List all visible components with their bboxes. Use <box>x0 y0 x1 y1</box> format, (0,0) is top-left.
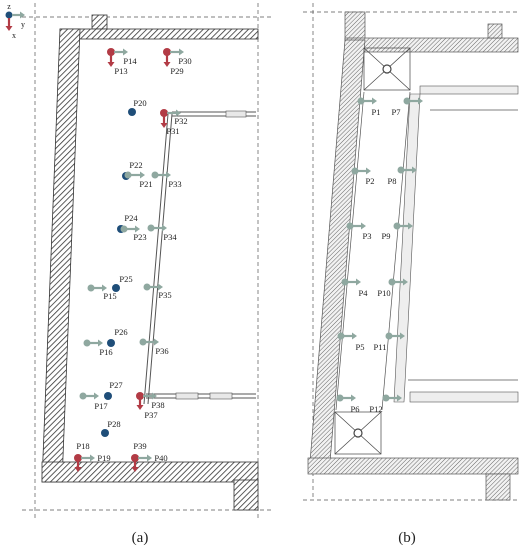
axis-label-z: z <box>7 2 11 11</box>
sensor-label-x: P37 <box>144 410 157 420</box>
sensor-y-arrow <box>337 332 357 340</box>
guide-lines <box>22 3 272 520</box>
sensor-label: P3 <box>363 231 372 241</box>
sensor-xy-arrow <box>160 109 181 128</box>
sensor-y-arrow <box>397 166 417 174</box>
sensor-label-y: P40 <box>154 453 167 463</box>
sensor-label: P17 <box>94 401 107 411</box>
point-marker <box>112 284 120 292</box>
sensor-label-x: P39 <box>133 441 146 451</box>
sensor-label-y: P32 <box>174 116 187 126</box>
point-label: P27 <box>109 380 122 390</box>
z-axis-dot-icon <box>5 11 13 19</box>
sensor-label-y: P14 <box>123 56 137 66</box>
sensor-y-arrow <box>393 222 413 230</box>
sensor-label: P10 <box>377 288 390 298</box>
point-marker <box>107 339 115 347</box>
axis-label-y: y <box>21 20 25 29</box>
sensor-label: P5 <box>356 342 365 352</box>
sensor-y-arrow <box>79 392 99 400</box>
sensor-y-arrow <box>346 222 366 230</box>
point-label: P20 <box>133 98 146 108</box>
sensor-y-arrow <box>403 97 423 105</box>
grey-sensors-b: P1 P7 P2 P8 P3 P9 P4 P10 P5 P11 P6 P12 <box>336 97 423 414</box>
sensor-label: P4 <box>359 288 369 298</box>
point-label: P26 <box>114 327 127 337</box>
sensor-y-arrow <box>83 339 103 347</box>
caption-a: (a) <box>132 530 149 546</box>
sensor-y-arrow <box>357 97 377 105</box>
sensor-label: P1 <box>372 107 381 117</box>
sensor-label: P35 <box>158 290 171 300</box>
sensor-xy-arrow <box>131 454 152 472</box>
vault-bottom <box>334 411 382 455</box>
grey-sensors-a: P21 P23 P33 P34 P15 P35 <box>79 171 182 411</box>
point-label: P28 <box>107 419 120 429</box>
sensor-y-arrow <box>341 278 361 286</box>
sensor-label: P11 <box>374 342 387 352</box>
sensor-y-arrow <box>382 394 402 402</box>
sensor-label-x: P31 <box>166 126 179 136</box>
sensor-y-arrow <box>147 224 167 232</box>
sensor-label: P34 <box>163 232 177 242</box>
sensor-y-arrow <box>336 394 356 402</box>
point-label: P24 <box>124 213 138 223</box>
corridor-lines-b <box>335 91 518 411</box>
sensor-label: P36 <box>155 346 168 356</box>
sensor-y-arrow <box>385 332 405 340</box>
sensor-xy-arrow <box>163 48 184 67</box>
sensor-label: P2 <box>366 176 375 186</box>
sensor-y-arrow <box>151 171 171 179</box>
point-marker <box>128 108 136 116</box>
sensor-label: P33 <box>168 179 181 189</box>
sensor-xy-arrow <box>107 48 128 67</box>
sensor-y-arrow <box>120 225 140 233</box>
sensor-label: P8 <box>388 176 397 186</box>
walls-a <box>41 14 259 511</box>
point-marker <box>101 429 109 437</box>
sensor-label: P16 <box>99 347 112 357</box>
sensor-y-arrow <box>139 338 159 346</box>
point-marker <box>104 392 112 400</box>
sensor-xy-arrow <box>74 454 95 472</box>
red-sensors-a: P14 P13 P30 P29 P32 P31 <box>74 48 192 472</box>
vault-top <box>363 47 411 91</box>
sensor-label-y: P30 <box>178 56 191 66</box>
sensor-label-x: P13 <box>114 66 127 76</box>
sensor-y-arrow <box>388 278 408 286</box>
guide-lines-b <box>303 3 518 501</box>
sensor-label-y: P38 <box>151 400 164 410</box>
point-label: P25 <box>119 274 132 284</box>
panel-a-floor-plan: z y x P20 P22 P24 P25 P26 P27 P28 P2 <box>5 2 272 546</box>
sensor-label: P6 <box>351 404 360 414</box>
sensor-y-arrow <box>351 167 371 175</box>
inner-partition-a <box>143 110 256 405</box>
sensor-label-y: P19 <box>97 453 110 463</box>
axes-legend: z y x <box>5 2 25 40</box>
sensor-label-x: P18 <box>76 441 89 451</box>
sensor-y-arrow <box>124 171 145 179</box>
sensor-y-arrow <box>143 283 163 291</box>
sensor-label: P9 <box>382 231 391 241</box>
sensor-label: P15 <box>103 291 116 301</box>
sensor-label: P12 <box>369 404 382 414</box>
blue-points: P20 P22 P24 P25 P26 P27 P28 <box>101 98 147 437</box>
caption-b: (b) <box>398 530 416 546</box>
sensor-label: P21 <box>139 179 152 189</box>
sensor-y-arrow <box>87 284 107 292</box>
sensor-label-x: P29 <box>170 66 183 76</box>
axis-label-x: x <box>12 31 16 40</box>
sensor-xy-arrow <box>136 392 157 410</box>
sensor-label: P23 <box>133 232 146 242</box>
panel-b-floor-plan: P1 P7 P2 P8 P3 P9 P4 P10 P5 P11 P6 P12 (… <box>303 3 519 546</box>
point-label: P22 <box>129 160 142 170</box>
sensor-label: P7 <box>392 107 401 117</box>
walls-b <box>307 11 519 501</box>
